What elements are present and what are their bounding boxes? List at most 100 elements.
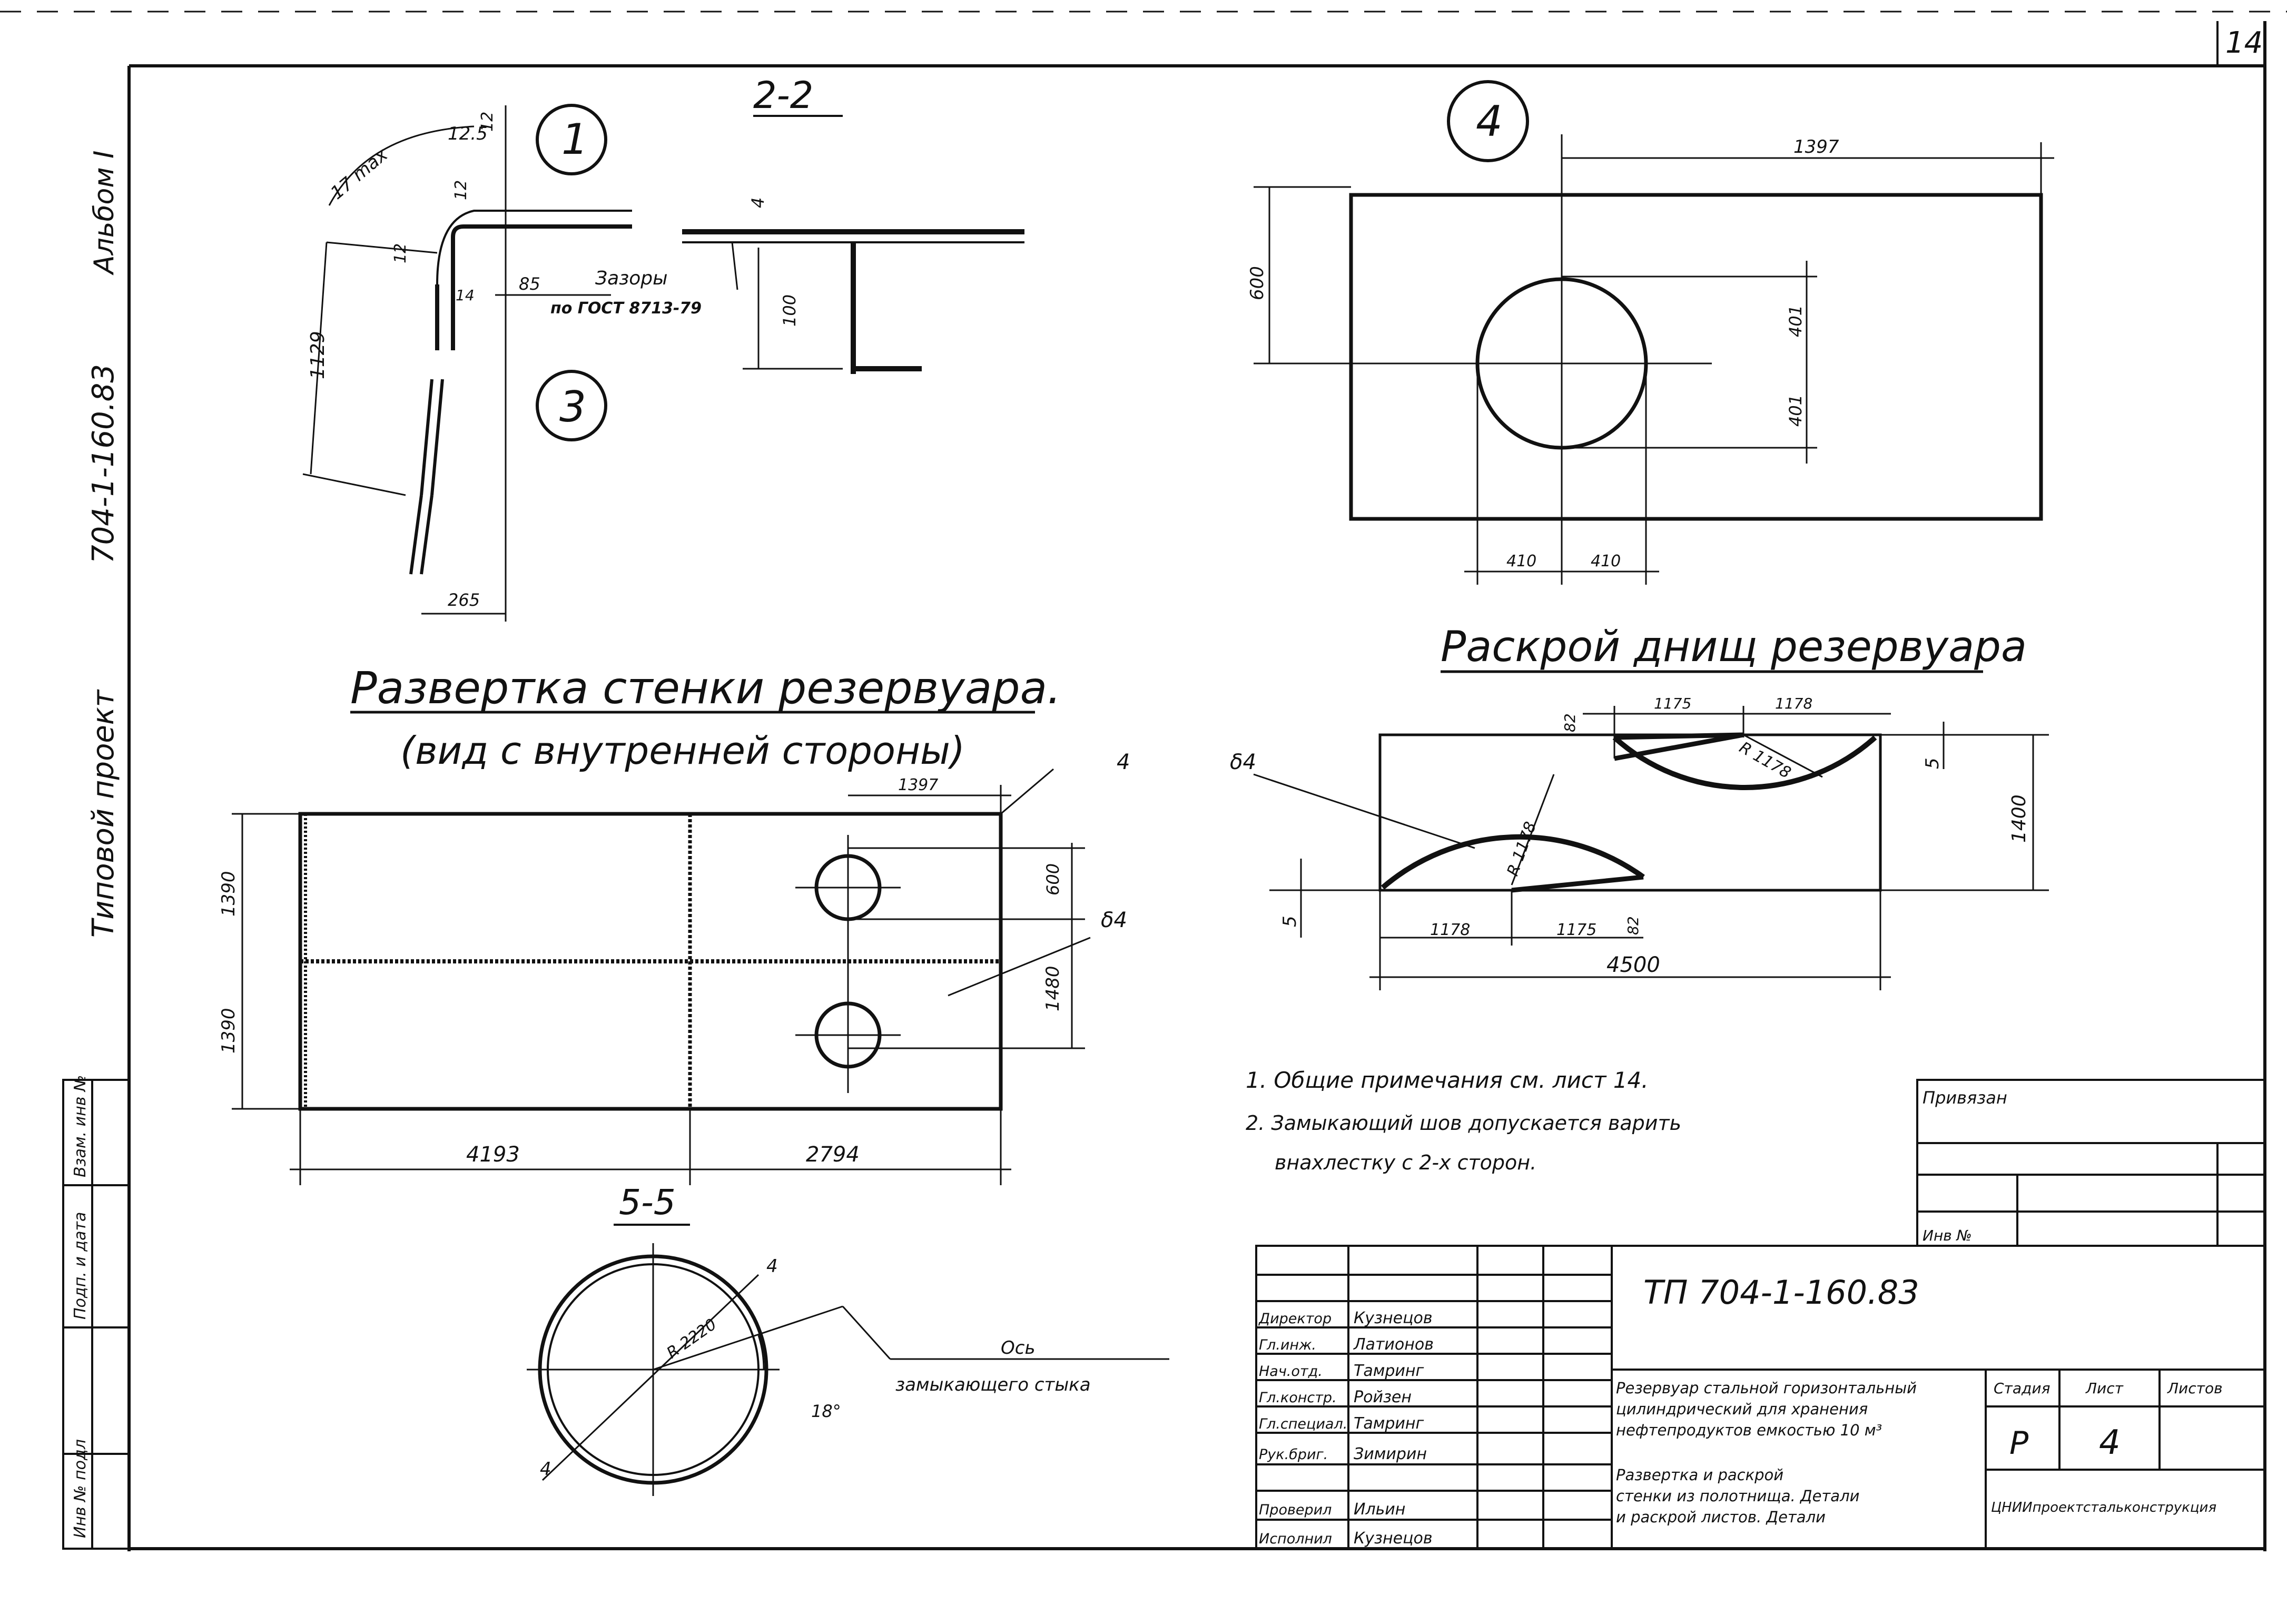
- detail-4-width: 1397: [1793, 136, 1839, 158]
- wall-unfold-drawing: [232, 768, 1091, 1185]
- role-8: Исполнил: [1259, 1531, 1332, 1547]
- section-2-2-thickness: 4: [748, 198, 768, 208]
- name-3: Тамринг: [1354, 1362, 1424, 1380]
- wall-lower-height: 1390: [218, 1008, 239, 1054]
- gost-label: по ГОСТ 8713-79: [550, 299, 702, 318]
- replaced-inv-label: Взам. инв №: [71, 1075, 90, 1177]
- role-5: Гл.специал.: [1259, 1416, 1347, 1432]
- note-line-1: 1. Общие примечания см. лист 14.: [1246, 1067, 1649, 1093]
- bottom-cut-bottom-dim-a: 1178: [1430, 921, 1470, 939]
- sheet-value: 4: [2099, 1423, 2121, 1462]
- name-5: Тамринг: [1354, 1414, 1424, 1433]
- detail-1-dim-125: 12.5: [448, 123, 488, 144]
- detail-1-dim-12c: 12: [391, 243, 410, 263]
- wall-left-length: 4193: [466, 1143, 520, 1167]
- wall-thickness: 4: [1117, 750, 1130, 774]
- detail-4-marker: 4: [1476, 97, 1503, 146]
- organization: ЦНИИпроектстальконструкция: [1991, 1500, 2216, 1515]
- detail-1-dim-1129: 1129: [307, 331, 329, 379]
- wall-hole-dim: 600: [1043, 863, 1063, 895]
- wall-unfold-title: Развертка стенки резервуара.: [350, 662, 1061, 714]
- bottom-cut-top-dim-b: 1178: [1775, 695, 1812, 712]
- bottom-cut-thickness: δ4: [1230, 750, 1256, 774]
- role-6: Рук.бриг.: [1259, 1446, 1328, 1463]
- bottom-cut-title: Раскрой днищ резервуара: [1441, 622, 2027, 671]
- name-1: Кузнецов: [1354, 1309, 1433, 1327]
- inv-no-label: Инв № подл: [71, 1439, 90, 1538]
- note-line-2: 2. Замыкающий шов допускается варить: [1246, 1111, 1681, 1135]
- role-7: Проверил: [1259, 1502, 1332, 1518]
- axis-label-2: замыкающего стыка: [895, 1374, 1091, 1395]
- bottom-cut-gap-top: 82: [1561, 713, 1579, 732]
- detail-1-radius: 17 max: [327, 144, 392, 204]
- name-4: Ройзен: [1354, 1388, 1412, 1406]
- title-block-code: ТП 704-1-160.83: [1643, 1273, 1919, 1312]
- name-2: Латионов: [1353, 1335, 1434, 1354]
- bottom-cut-bottom-dim-b: 1175: [1556, 921, 1596, 939]
- wall-unfold-subtitle: (вид с внутренней стороны): [400, 729, 965, 773]
- name-7: Ильин: [1354, 1500, 1405, 1519]
- sheets-label: Листов: [2167, 1380, 2223, 1397]
- detail-4-half-down: 401: [1786, 395, 1806, 427]
- wall-upper-height: 1390: [218, 871, 239, 917]
- sheet-label: Лист: [2085, 1380, 2124, 1397]
- section-5-5-thickness-top: 4: [766, 1256, 778, 1277]
- detail-4-drawing: [1254, 80, 2054, 585]
- detail-1-dim-85: 85: [519, 274, 540, 294]
- bottom-cut-top-dim-a: 1175: [1654, 695, 1691, 712]
- side-stamp: Альбом I 704-1-160.83 Типовой проект: [86, 151, 121, 938]
- wall-plate-thickness: δ4: [1101, 908, 1127, 932]
- sheet-number: 14: [2225, 26, 2263, 60]
- sign-date-label: Подп. и дата: [71, 1212, 90, 1320]
- sheet-frame: [0, 11, 2287, 1551]
- role-4: Гл.констр.: [1259, 1390, 1337, 1406]
- bottom-cut-margin-left: 5: [1279, 916, 1300, 927]
- detail-1-dim-14: 14: [456, 287, 475, 304]
- description-4: Развертка и раскрой: [1616, 1466, 1783, 1484]
- wall-right-length: 2794: [806, 1143, 860, 1167]
- section-2-2-title: 2-2: [753, 74, 813, 117]
- detail-4-right: 410: [1591, 552, 1621, 570]
- section-5-5-title: 5-5: [619, 1182, 676, 1223]
- description-3: нефтепродуктов емкостью 10 м³: [1616, 1421, 1882, 1439]
- binding-label: Привязан: [1923, 1088, 2007, 1108]
- description-5: стенки из полотнища. Детали: [1616, 1487, 1859, 1505]
- stage-value: Р: [2009, 1425, 2029, 1462]
- wall-top-right-dim: 1397: [898, 776, 938, 794]
- description-2: цилиндрический для хранения: [1616, 1400, 1868, 1418]
- project-type: Типовой проект: [86, 689, 121, 938]
- wall-total-height: 1480: [1042, 966, 1063, 1011]
- bottom-cut-radius-b: R 1178: [1736, 739, 1794, 783]
- bottom-cut-radius-a: R 1178: [1504, 819, 1540, 878]
- project-code: 704-1-160.83: [86, 364, 121, 564]
- bottom-cut-drawing: [1253, 706, 2049, 990]
- detail-1-marker: 1: [561, 115, 588, 164]
- left-strip: [62, 1079, 130, 1550]
- detail-4-half-up: 401: [1786, 305, 1806, 337]
- section-5-5-thickness-bottom: 4: [540, 1459, 551, 1480]
- bottom-cut-total: 4500: [1606, 953, 1660, 977]
- binding-inv-label: Инв №: [1923, 1227, 1972, 1244]
- note-line-3: внахлестку с 2-х сторон.: [1275, 1151, 1536, 1174]
- axis-label-1: Ось: [1001, 1337, 1036, 1359]
- name-8: Кузнецов: [1354, 1529, 1433, 1548]
- section-5-5-angle: 18°: [811, 1401, 841, 1421]
- bottom-cut-height: 1400: [2008, 794, 2030, 843]
- title-block-grid: [1255, 1245, 2266, 1550]
- detail-1-dim-12b: 12: [452, 180, 470, 200]
- section-5-5-radius: R 2220: [664, 1315, 721, 1363]
- bottom-cut-margin-right: 5: [1922, 757, 1943, 769]
- detail-1-dim-12a: 12: [478, 112, 497, 132]
- description-1: Резервуар стальной горизонтальный: [1616, 1379, 1917, 1397]
- stage-label: Стадия: [1994, 1380, 2050, 1397]
- section-5-5-drawing: [527, 1243, 1169, 1496]
- role-2: Гл.инж.: [1259, 1337, 1316, 1353]
- album-label: Альбом I: [88, 151, 120, 275]
- detail-1-drawing: [302, 104, 632, 622]
- detail-1-dim-265: 265: [448, 590, 480, 610]
- gaps-label: Зазоры: [595, 268, 668, 289]
- detail-3-marker: 3: [559, 382, 586, 431]
- section-2-2-drawing: [682, 115, 1024, 374]
- role-3: Нач.отд.: [1259, 1363, 1323, 1380]
